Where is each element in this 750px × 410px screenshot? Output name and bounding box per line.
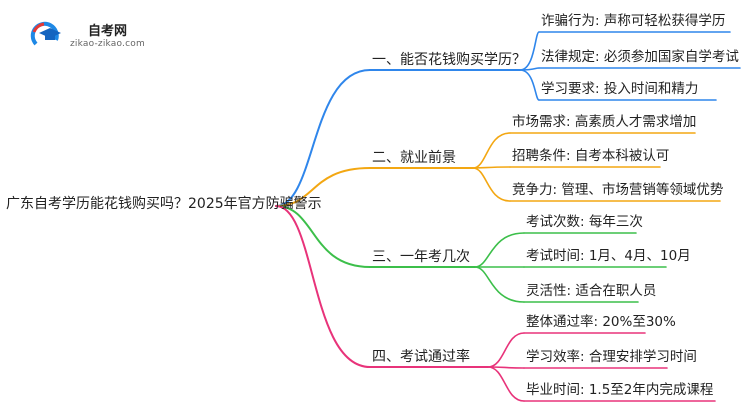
- leaf-topic: 灵活性: 适合在职人员: [526, 283, 657, 299]
- branch-topic: 二、就业前景: [372, 150, 456, 166]
- connector-branch-leaf: [474, 232, 525, 268]
- connector-root-branch: [275, 69, 371, 207]
- leaf-topic: 学习要求: 投入时间和精力: [541, 81, 699, 97]
- connector-branch-leaf: [487, 332, 525, 368]
- graduation-cap-icon: [30, 21, 61, 46]
- connector-branch-leaf: [472, 167, 511, 202]
- logo-title: 自考网: [88, 24, 128, 39]
- connector-branch-leaf: [474, 266, 525, 303]
- leaf-topic: 考试时间: 1月、4月、10月: [526, 248, 691, 264]
- leaf-topic: 学习效率: 合理安排学习时间: [526, 349, 697, 365]
- root-topic: 广东自考学历能花钱购买吗？2025年官方防骗警示: [6, 196, 322, 212]
- branch-topic: 三、一年考几次: [372, 249, 470, 265]
- leaf-topic: 诈骗行为: 声称可轻松获得学历: [541, 13, 726, 29]
- connector-root-branch: [275, 167, 371, 207]
- leaf-topic: 毕业时间: 1.5至2年内完成课程: [526, 382, 714, 398]
- connector-root-branch: [275, 205, 371, 268]
- branch-topic: 四、考试通过率: [372, 349, 470, 365]
- connector-branch-leaf: [519, 31, 540, 71]
- leaf-topic: 考试次数: 每年三次: [526, 214, 643, 230]
- leaf-topic: 整体通过率: 20%至30%: [526, 314, 676, 330]
- leaf-topic: 竞争力: 管理、市场营销等领域优势: [512, 182, 724, 198]
- leaf-topic: 市场需求: 高素质人才需求增加: [512, 114, 697, 130]
- connector-root-branch: [275, 205, 371, 368]
- logo-url: zikao-zikao.com: [70, 39, 145, 49]
- connector-branch-leaf: [519, 69, 540, 101]
- connector-branch-leaf: [472, 166, 511, 169]
- connector-branch-leaf: [472, 132, 511, 169]
- leaf-topic: 法律规定: 必须参加国家自学考试: [541, 49, 739, 65]
- leaf-topic: 招聘条件: 自考本科被认可: [512, 148, 670, 164]
- connector-branch-leaf: [487, 366, 525, 402]
- site-logo[interactable]: 自考网 zikao-zikao.com: [30, 18, 150, 54]
- branch-topic: 一、能否花钱购买学历？: [372, 52, 526, 68]
